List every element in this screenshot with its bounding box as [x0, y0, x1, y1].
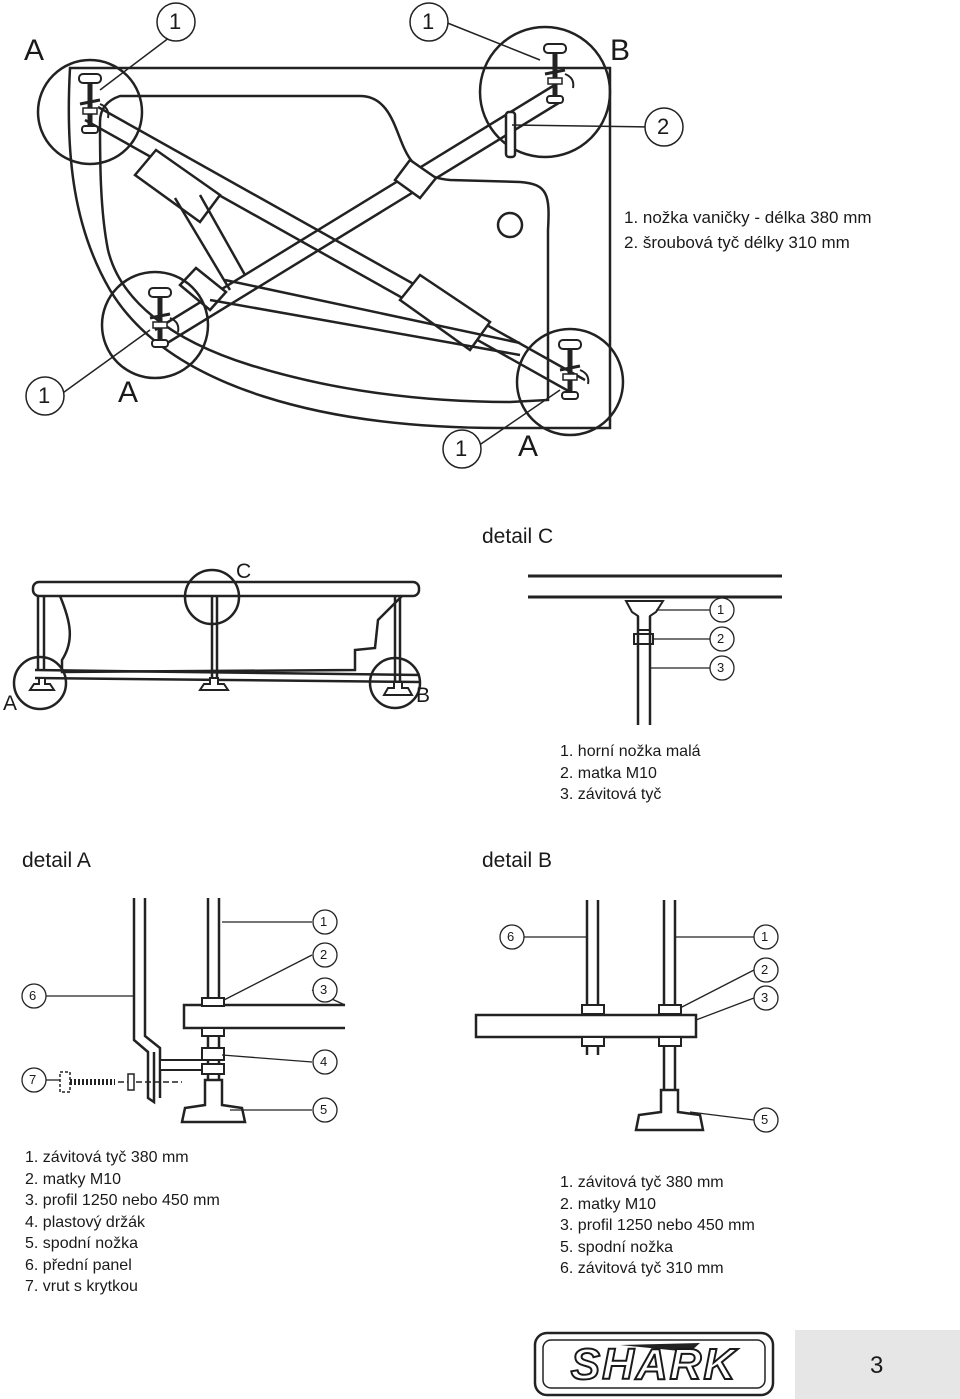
detail-a-callout-2: 2 — [320, 947, 328, 962]
detail-c-callout-2: 2 — [717, 631, 725, 646]
leg-bottom-right — [559, 340, 588, 399]
detail-b-callout-1: 1 — [761, 929, 769, 944]
detail-a-legend-item: 1. závitová tyč 380 mm — [25, 1149, 189, 1166]
detail-a-title: detail A — [22, 849, 91, 872]
detail-a-callout-7: 7 — [29, 1072, 37, 1087]
side-label-c: C — [236, 560, 252, 583]
top-callouts — [25, 2, 684, 469]
label-a-bottom: A — [518, 430, 539, 463]
detail-b-callout-6: 6 — [507, 929, 515, 944]
side-label-b: B — [416, 684, 431, 707]
detail-a-drawing — [21, 898, 346, 1124]
side-view — [12, 568, 422, 711]
side-circle-a — [12, 655, 68, 711]
detail-b-callout-5: 5 — [761, 1112, 769, 1127]
detail-a-legend-item: 4. plastový držák — [25, 1213, 146, 1231]
detail-b-legend-item: 3. profil 1250 nebo 450 mm — [560, 1217, 755, 1234]
detail-circle-left — [100, 270, 210, 380]
sleeve-2 — [398, 273, 492, 352]
side-circle-c — [183, 568, 241, 626]
detail-a-legend-item: 2. matky M10 — [25, 1170, 122, 1188]
detail-b-legend-item: 5. spodní nožka — [560, 1238, 673, 1256]
detail-a-callout-1: 1 — [320, 914, 328, 929]
sleeve-4 — [393, 158, 438, 200]
side-base-2 — [34, 676, 421, 684]
detail-b-callout-2: 2 — [761, 962, 769, 977]
detail-b-legend-item: 1. závitová tyč 380 mm — [560, 1174, 724, 1191]
detail-b-drawing — [474, 900, 779, 1133]
detail-b-legend: 1. závitová tyč 380 mm 2. matky M10 3. p… — [560, 1172, 755, 1280]
sleeve-3 — [178, 266, 228, 312]
detail-c-drawing — [528, 574, 782, 725]
detail-c-callout-3: 3 — [717, 660, 725, 675]
page-number-box — [795, 1330, 960, 1399]
callout-1-top: 1 — [169, 9, 182, 34]
detail-a-callout-3: 3 — [320, 982, 328, 997]
callout-1-left: 1 — [38, 383, 51, 408]
detail-b-title: detail B — [482, 849, 553, 872]
side-rim — [31, 580, 421, 598]
detail-a-legend-item: 3. profil 1250 nebo 450 mm — [25, 1192, 220, 1209]
shark-logo: SHARK — [570, 1339, 738, 1390]
top-view — [36, 25, 625, 437]
callout-2-right: 2 — [657, 114, 670, 139]
detail-c-legend-item: 1. horní nožka malá — [560, 743, 701, 760]
logo-frame — [533, 1331, 775, 1397]
label-a-left: A — [118, 376, 139, 409]
sleeve-1 — [133, 148, 222, 224]
detail-c-title: detail C — [482, 525, 554, 548]
page-number: 3 — [870, 1352, 884, 1379]
detail-circle-bottom-right — [515, 327, 625, 437]
side-circle-b — [368, 656, 422, 710]
drain-hole — [496, 211, 524, 239]
detail-a-legend: 1. závitová tyč 380 mm 2. matky M10 3. p… — [25, 1147, 220, 1298]
detail-a-legend-item: 6. přední panel — [25, 1256, 132, 1274]
detail-c-legend-item: 2. matka M10 — [560, 764, 657, 782]
side-basin — [58, 595, 403, 674]
detail-a-callout-5: 5 — [320, 1102, 328, 1117]
callout-1-top-right: 1 — [422, 9, 435, 34]
label-b-top: B — [610, 34, 631, 67]
detail-b-legend-item: 6. závitová tyč 310 mm — [560, 1260, 724, 1277]
leg-top-right — [544, 44, 573, 103]
callout-1-bottom: 1 — [455, 436, 468, 461]
basin-outline — [98, 94, 550, 404]
detail-c-legend: 1. horní nožka malá 2. matka M10 3. závi… — [560, 741, 701, 806]
detail-a-callout-4: 4 — [320, 1054, 328, 1069]
detail-b-callout-3: 3 — [761, 990, 769, 1005]
detail-c-legend-item: 3. závitová tyč — [560, 786, 662, 803]
detail-a-legend-item: 7. vrut s krytkou — [25, 1278, 138, 1295]
detail-circle-top-right — [478, 25, 612, 159]
top-legend-item: 2. šroubová tyč délky 310 mm — [624, 233, 850, 252]
detail-a-callout-6: 6 — [29, 988, 37, 1003]
top-legend: 1. nožka vaničky - délka 380 mm 2. šroub… — [624, 205, 872, 255]
side-base — [34, 668, 421, 677]
side-label-a: A — [3, 692, 18, 715]
label-a-top: A — [24, 34, 45, 67]
detail-c-callout-1: 1 — [717, 602, 725, 617]
detail-circle-top-left — [36, 58, 144, 166]
detail-b-legend-item: 2. matky M10 — [560, 1195, 657, 1213]
detail-a-legend-item: 5. spodní nožka — [25, 1235, 138, 1252]
top-legend-item: 1. nožka vaničky - délka 380 mm — [624, 208, 872, 227]
